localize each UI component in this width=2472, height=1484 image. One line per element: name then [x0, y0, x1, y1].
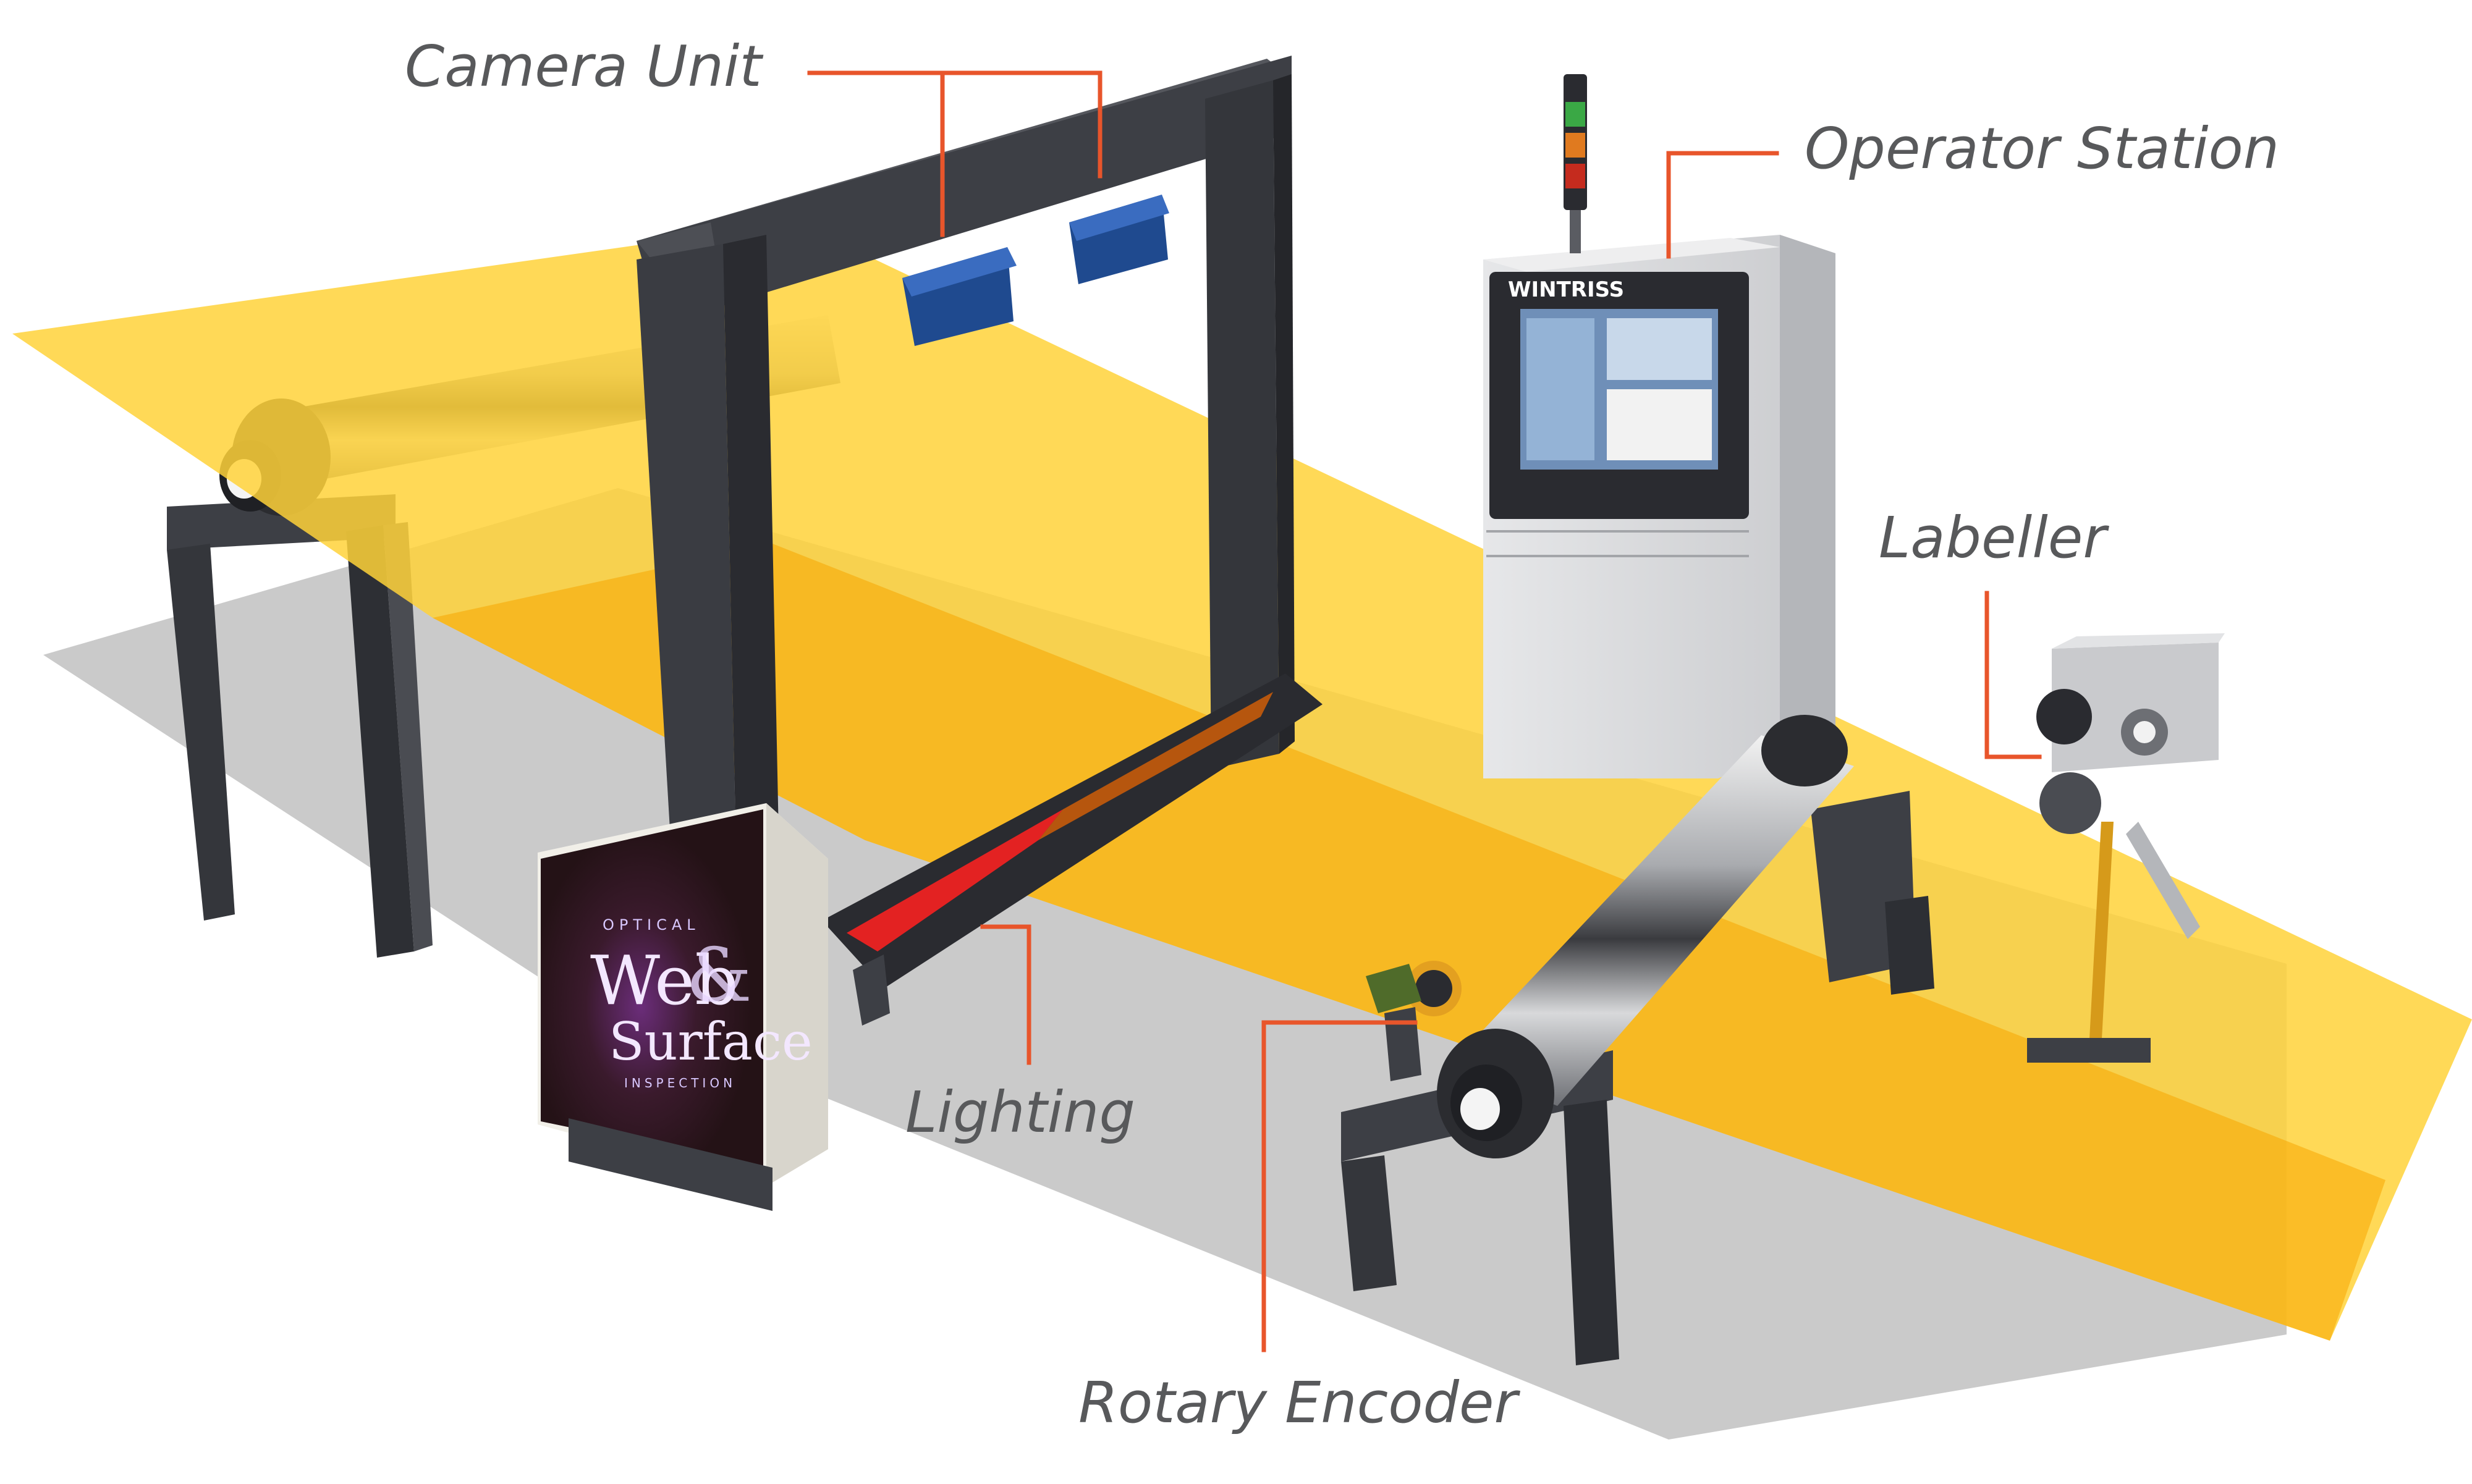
camera-unit: [902, 195, 1169, 346]
callout-rotary-encoder: Rotary Encoder: [1078, 1370, 1518, 1436]
right-roller: [1437, 715, 1854, 1158]
labeller: [2027, 633, 2225, 1063]
leader-lighting: [980, 924, 1031, 1065]
callout-leaders: [807, 70, 2042, 1352]
box-label-ampersand: &: [686, 933, 752, 1019]
callout-lighting: Lighting: [905, 1079, 1135, 1145]
operator-station: WINTRISS: [1483, 235, 1835, 778]
leader-camera-unit-right: [807, 70, 1103, 179]
inspection-enclosure-box: OPTICAL Web & Surface INSPECTION: [538, 803, 828, 1211]
camera-gantry: [637, 56, 1295, 840]
box-label-optical: OPTICAL: [603, 916, 700, 934]
box-label-surface: Surface: [609, 1011, 813, 1072]
web-material: [12, 222, 2472, 1341]
light-tower: [1564, 74, 1587, 253]
leader-labeller: [1984, 591, 2042, 759]
callout-labeller: Labeller: [1879, 505, 2107, 571]
box-label-inspection: INSPECTION: [624, 1076, 736, 1090]
rotary-encoder: [1366, 961, 1462, 1081]
leader-operator-station: [1666, 151, 1779, 259]
floor-shadow: [43, 488, 2287, 1440]
leader-rotary-encoder: [1261, 1020, 1418, 1352]
box-label-web: Web: [590, 941, 739, 1020]
callout-camera-unit: Camera Unit: [405, 33, 762, 99]
lighting-bar: [822, 673, 1323, 1026]
callout-operator-station: Operator Station: [1805, 116, 2280, 182]
brand-wintriss: WINTRISS: [1508, 277, 1624, 302]
